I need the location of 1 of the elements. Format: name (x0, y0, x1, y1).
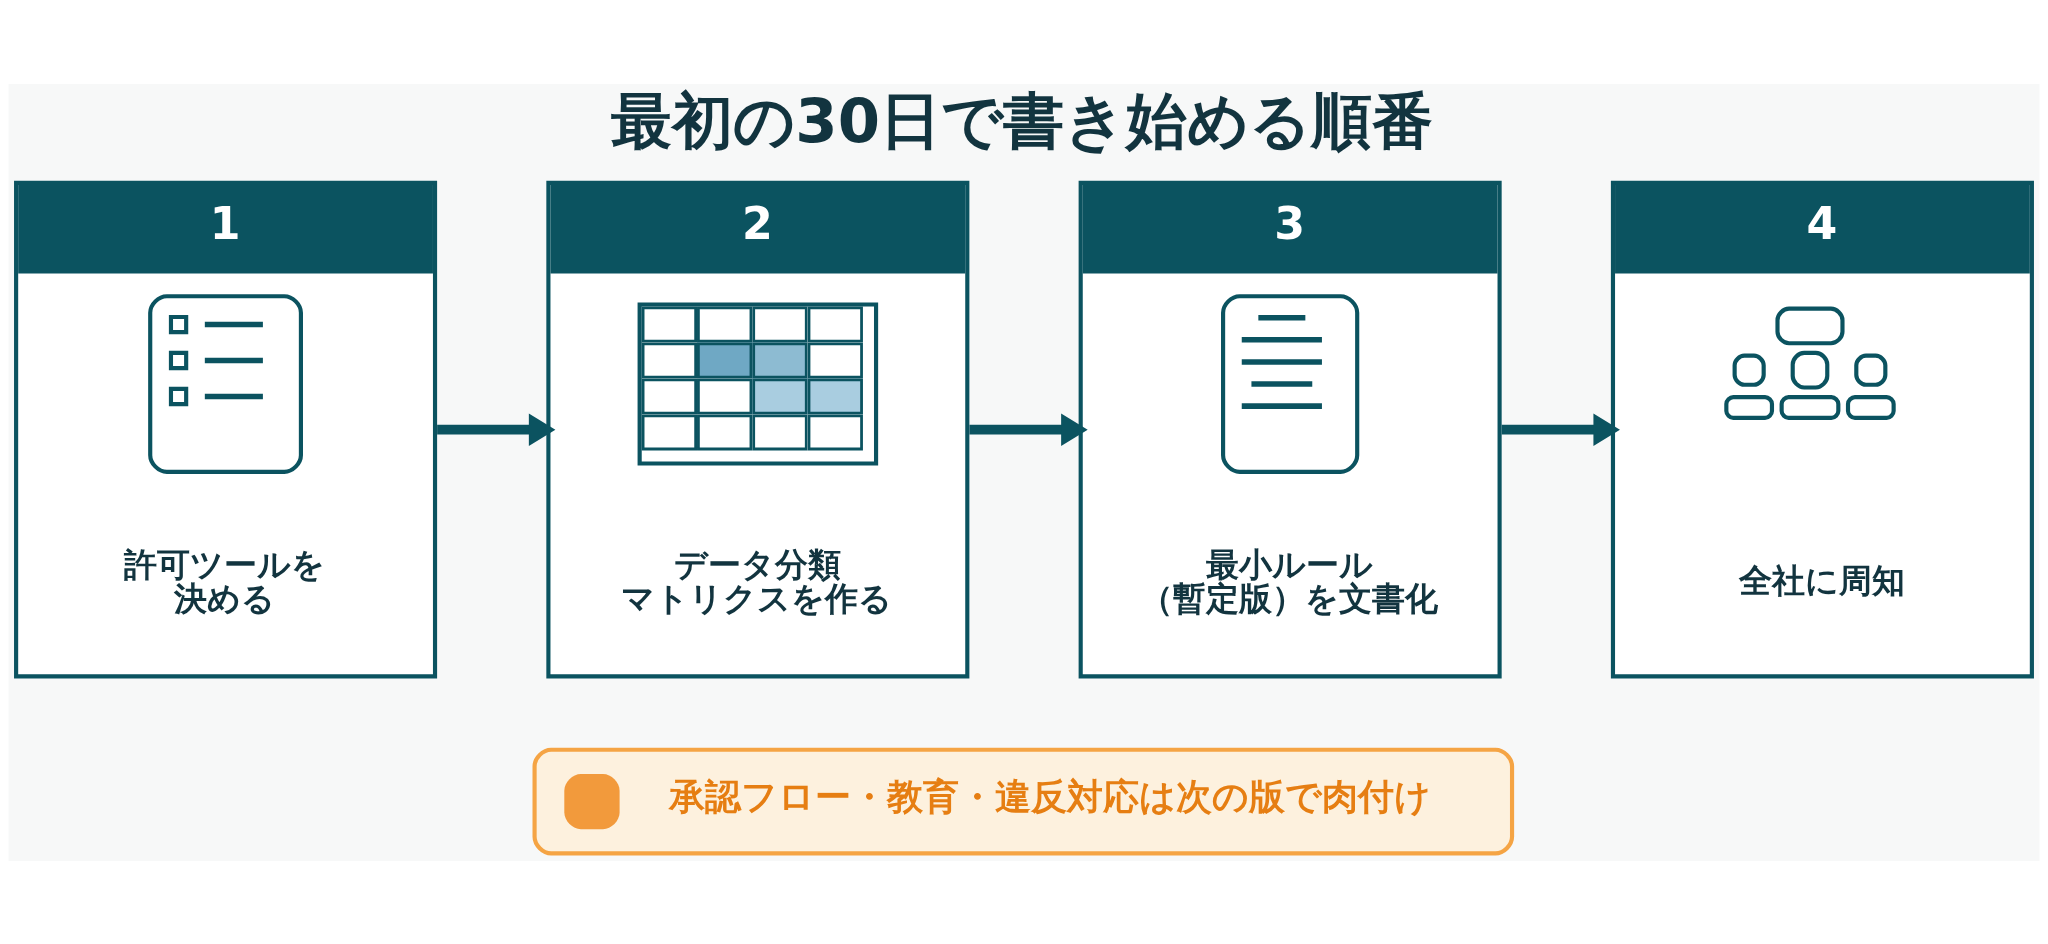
diagram-title: 最初の30日で書き始める順番 (611, 85, 1433, 156)
